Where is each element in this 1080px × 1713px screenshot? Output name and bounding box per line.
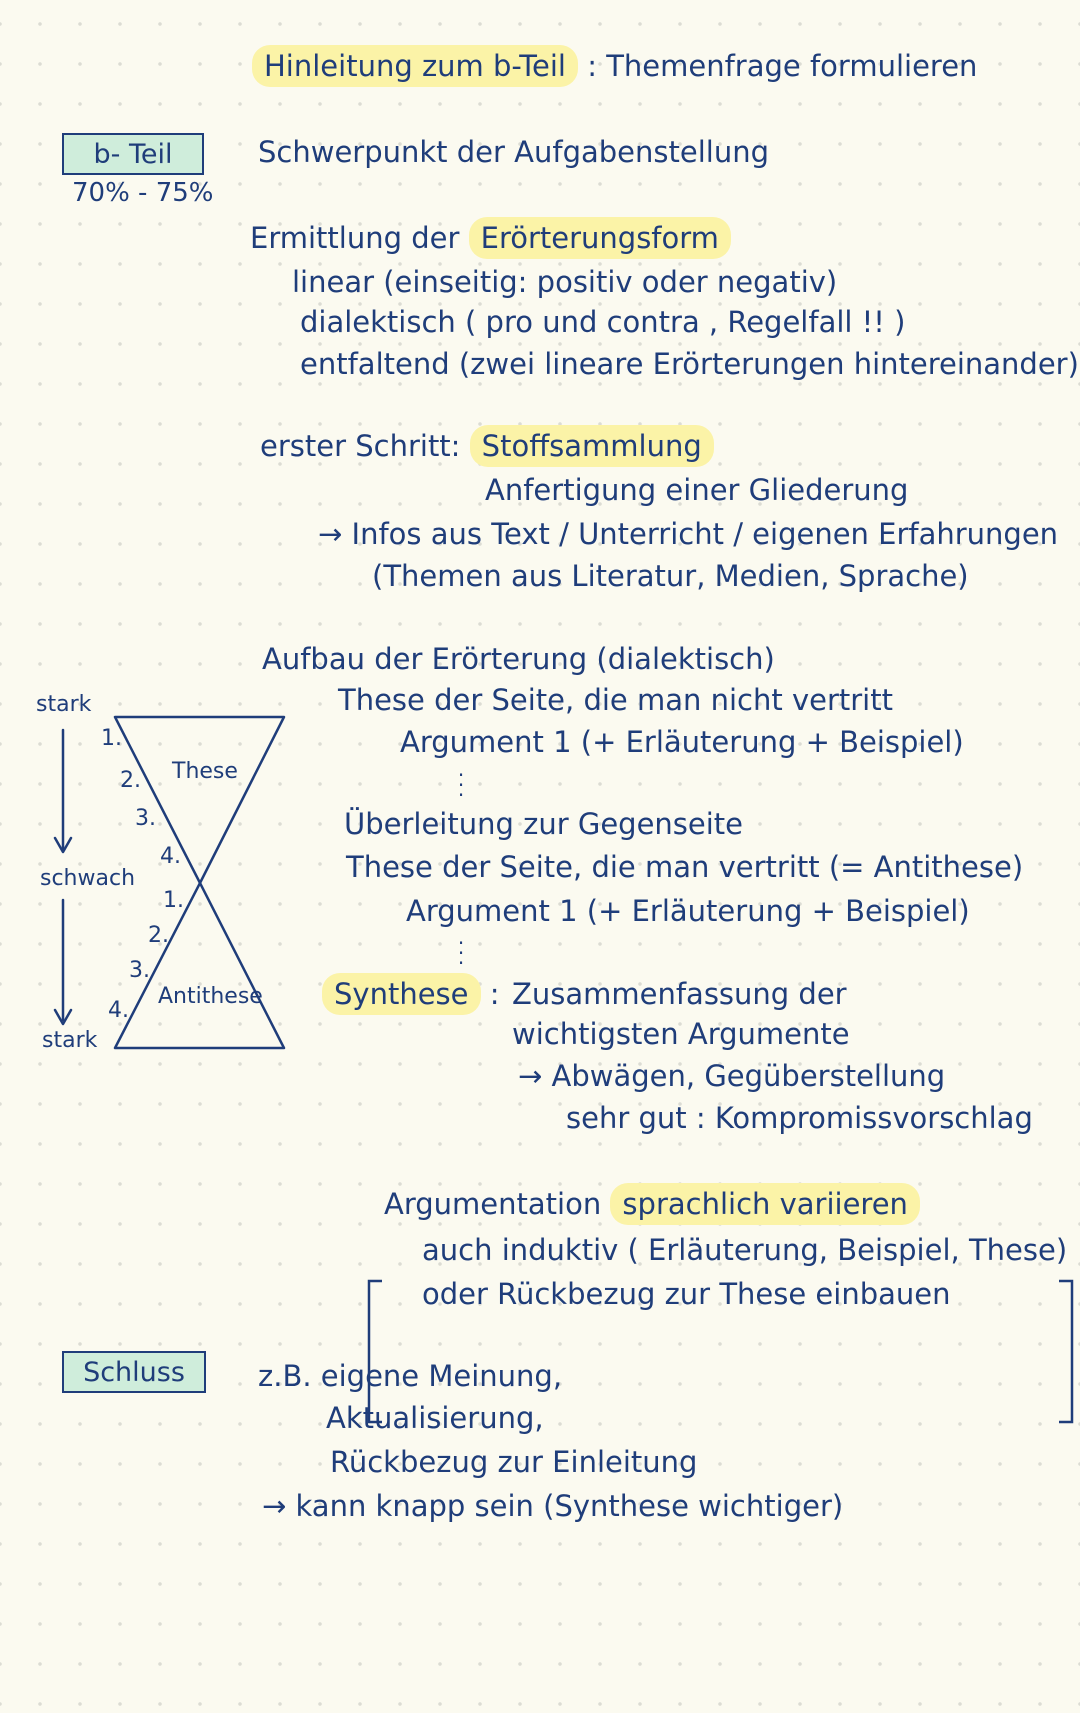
antithese-triangle <box>113 881 286 1050</box>
structure-line: Argument 1 (+ Erläuterung + Beispiel) <box>406 894 970 928</box>
diagram-top-label: stark <box>36 692 92 717</box>
lower-number: 2. <box>148 923 169 948</box>
hourglass-diagram <box>53 715 286 1050</box>
focus-line: Schwerpunkt der Aufgabenstellung <box>258 135 769 169</box>
conclusion-label: Schluss <box>83 1356 185 1388</box>
lower-number: 1. <box>163 888 184 913</box>
structure-title: Aufbau der Erörterung (dialektisch) <box>262 642 775 676</box>
b-part-label-box: b- Teil <box>62 133 204 175</box>
synthesis-line: sehr gut : Kompromissvorschlag <box>566 1101 1033 1135</box>
synthesis-line: → Abwägen, Gegüberstellung <box>518 1059 946 1093</box>
form-item: dialektisch ( pro und contra , Regelfall… <box>300 305 906 339</box>
ellipsis-vertical: ··· <box>457 763 465 807</box>
ellipsis-vertical: ··· <box>457 931 465 975</box>
synthesis-line: wichtigsten Argumente <box>512 1017 850 1051</box>
conclusion-line: z.B. eigene Meinung, <box>258 1359 563 1393</box>
step-detail: (Themen aus Literatur, Medien, Sprache) <box>372 559 969 593</box>
b-part-label: b- Teil <box>93 138 173 170</box>
structure-line: These der Seite, die man nicht vertritt <box>338 683 893 717</box>
note-line-2: auch induktiv ( Erläuterung, Beispiel, T… <box>422 1233 1068 1267</box>
lower-number: 4. <box>108 998 129 1023</box>
note-brackets <box>367 1279 1074 1424</box>
step-highlight: Stoffsammlung <box>469 425 714 467</box>
these-label: These <box>172 759 238 784</box>
synthesis-label-line: Synthese : <box>322 973 500 1015</box>
note-line-3: oder Rückbezug zur These einbauen <box>422 1277 951 1311</box>
step-line: erster Schritt: Stoffsammlung <box>260 425 714 467</box>
upper-number: 2. <box>120 768 141 793</box>
upper-number: 4. <box>160 844 181 869</box>
upper-number: 3. <box>135 806 156 831</box>
left-bracket <box>367 1279 382 1424</box>
right-bracket <box>1059 1279 1074 1424</box>
arrow-head <box>53 836 73 854</box>
lower-number: 3. <box>129 958 150 983</box>
step-detail: → Infos aus Text / Unterricht / eigenen … <box>318 517 1059 551</box>
form-item: entfaltend (zwei lineare Erörterungen hi… <box>300 347 1079 381</box>
structure-line: Argument 1 (+ Erläuterung + Beispiel) <box>400 725 964 759</box>
conclusion-label-box: Schluss <box>62 1351 206 1393</box>
note-text: Argumentation <box>384 1187 602 1221</box>
intro-highlight: Hinleitung zum b-Teil <box>252 45 578 87</box>
structure-line: These der Seite, die man vertritt (= Ant… <box>346 850 1024 884</box>
note-highlight: sprachlich variieren <box>610 1183 920 1225</box>
diagram-middle-label: schwach <box>40 866 136 891</box>
form-item: linear (einseitig: positiv oder negativ) <box>292 265 838 299</box>
b-part-percent: 70% - 75% <box>72 178 214 208</box>
note-line-1: Argumentation sprachlich variieren <box>384 1183 920 1225</box>
form-title-line: Ermittlung der Erörterungsform <box>250 217 731 259</box>
upper-number: 1. <box>101 726 122 751</box>
step-detail: Anfertigung einer Gliederung <box>485 473 909 507</box>
conclusion-line: Aktualisierung, <box>326 1401 544 1435</box>
synthesis-colon: : <box>489 977 500 1011</box>
step-label: erster Schritt: <box>260 429 461 463</box>
conclusion-line: → kann knapp sein (Synthese wichtiger) <box>262 1489 844 1523</box>
conclusion-line: Rückbezug zur Einleitung <box>330 1445 698 1479</box>
intro-line: Hinleitung zum b-Teil : Themenfrage form… <box>252 45 978 87</box>
arrow-head <box>53 1008 73 1026</box>
structure-line: Überleitung zur Gegenseite <box>344 807 744 841</box>
synthesis-highlight: Synthese <box>322 973 481 1015</box>
synthesis-line: Zusammenfassung der <box>512 977 847 1011</box>
antithese-label: Antithese <box>158 984 263 1009</box>
form-highlight: Erörterungsform <box>468 217 731 259</box>
intro-rest: : Themenfrage formulieren <box>587 49 978 83</box>
form-title: Ermittlung der <box>250 221 460 255</box>
diagram-bottom-label: stark <box>42 1028 98 1053</box>
these-triangle <box>113 715 286 885</box>
